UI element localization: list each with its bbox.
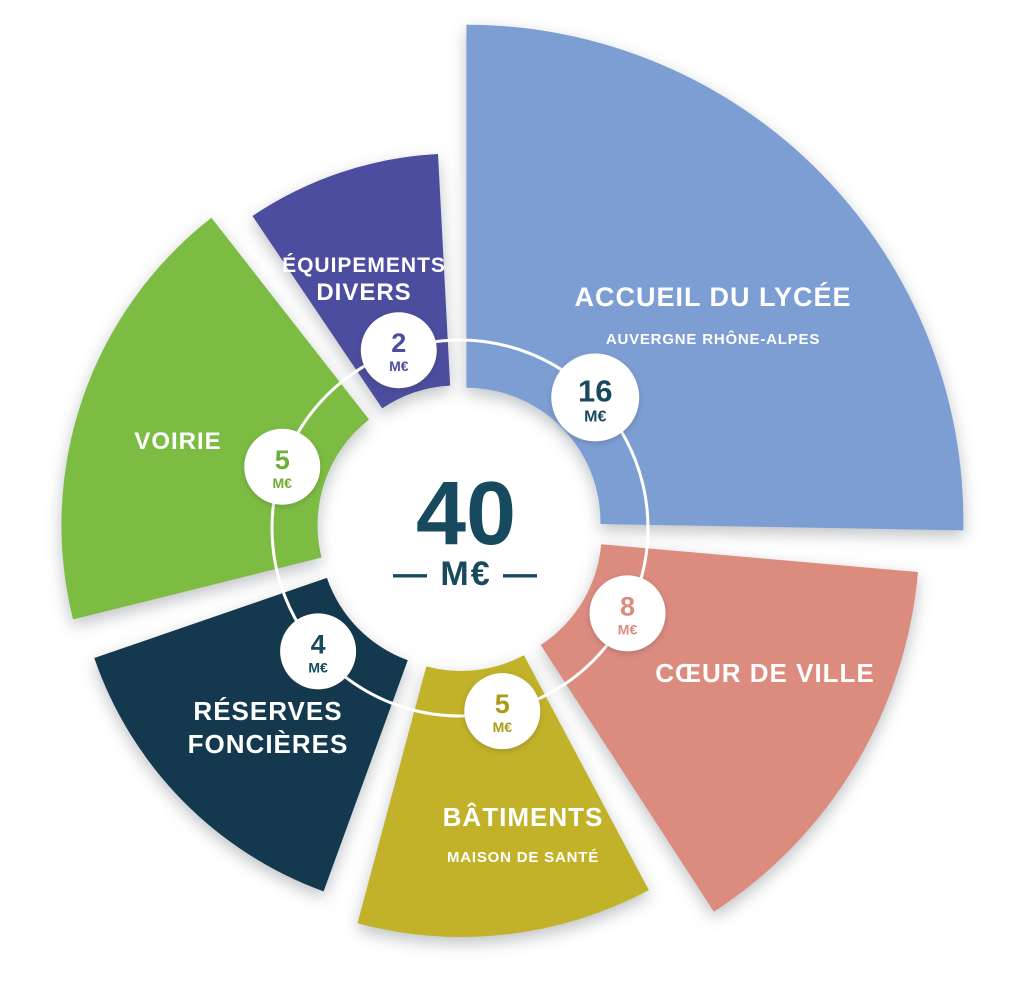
badge-coeur-de-ville: [589, 575, 666, 652]
badge-unit-voirie: M€: [273, 475, 293, 491]
slice-accueil-du-lycee: [466, 24, 964, 531]
badge-unit-reserves-foncieres: M€: [308, 659, 328, 675]
badge-ring: [270, 338, 650, 718]
slice-voirie: [61, 217, 369, 620]
label-coeur-de-ville-0: CŒUR DE VILLE: [655, 658, 875, 688]
badge-value-reserves-foncieres: 4: [311, 629, 326, 659]
slice-batiments: [357, 655, 649, 937]
badge-unit-batiments: M€: [493, 719, 513, 735]
badge-batiments: [464, 673, 541, 750]
total-value: 40: [416, 464, 516, 564]
label-equipements-divers-0: ÉQUIPEMENTS: [282, 254, 446, 277]
badge-equipements-divers: [360, 312, 437, 389]
label-equipements-divers-1: DIVERS: [316, 279, 411, 306]
slice-labels: ACCUEIL DU LYCÉE AUVERGNE RHÔNE-ALPES CŒUR…: [134, 254, 875, 866]
badge-unit-equipements-divers: M€: [389, 358, 409, 374]
label-accueil-du-lycee-1: AUVERGNE RHÔNE-ALPES: [606, 330, 820, 348]
badge-value-coeur-de-ville: 8: [620, 591, 635, 621]
label-batiments-1: MAISON DE SANTÉ: [447, 849, 599, 866]
badge-value-equipements-divers: 2: [391, 328, 406, 358]
badge-reserves-foncieres: [280, 613, 357, 690]
center-total: 40 — M€ —: [393, 464, 539, 593]
total-unit: — M€ —: [393, 555, 539, 593]
badge-value-accueil-du-lycee: 16: [578, 373, 612, 408]
badge-unit-coeur-de-ville: M€: [618, 621, 638, 637]
label-batiments-0: BÂTIMENTS: [443, 802, 604, 832]
badge-value-voirie: 5: [275, 445, 290, 475]
value-badges: 16M€8M€5M€4M€5M€2M€: [244, 312, 666, 750]
label-voirie-0: VOIRIE: [134, 428, 221, 455]
badge-voirie: [244, 428, 321, 505]
badge-accueil-du-lycee: [551, 353, 640, 442]
badge-value-batiments: 5: [495, 689, 510, 719]
label-accueil-du-lycee-0: ACCUEIL DU LYCÉE: [574, 281, 851, 312]
label-reserves-foncieres-1: FONCIÈRES: [188, 729, 349, 759]
badge-unit-accueil-du-lycee: M€: [584, 408, 606, 425]
label-reserves-foncieres-0: RÉSERVES: [193, 696, 342, 726]
